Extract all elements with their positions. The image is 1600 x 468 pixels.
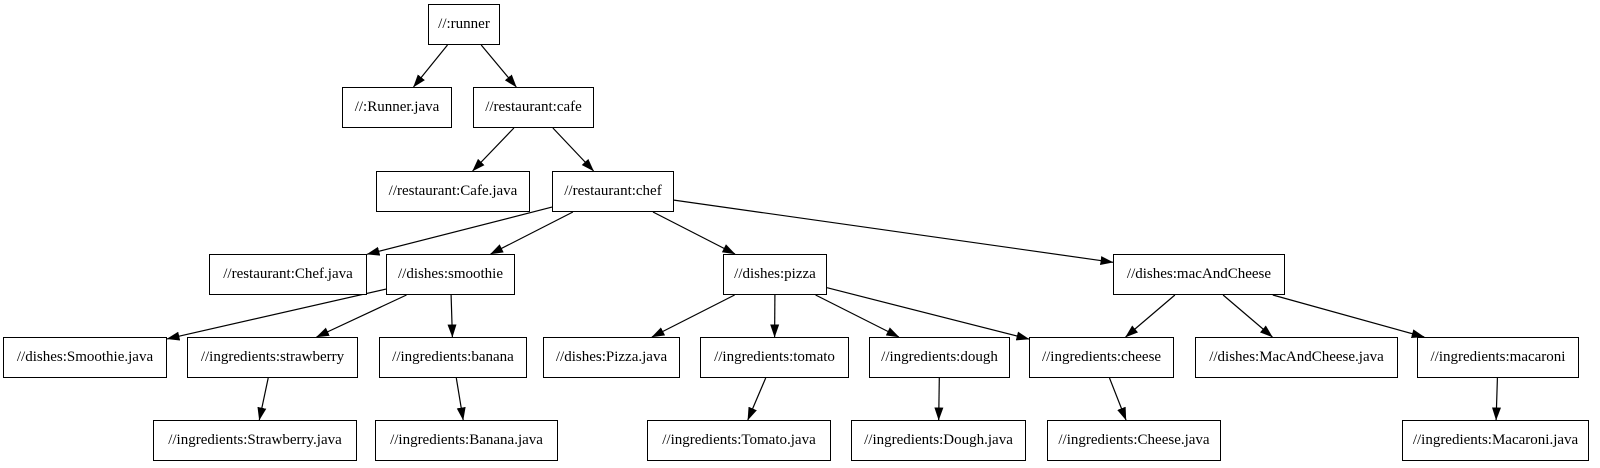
graph-edge-dough-to-dough_java [934, 377, 944, 421]
graph-node-macaroni: //ingredients:macaroni [1417, 337, 1579, 378]
graph-node-chef: //restaurant:chef [552, 171, 674, 212]
graph-edge-pizza-to-cheese [826, 287, 1030, 341]
graph-node-dough: //ingredients:dough [869, 337, 1010, 378]
graph-edge-pizza-to-pizza_java [651, 294, 735, 338]
graph-node-banana: //ingredients:banana [379, 337, 527, 378]
graph-node-smoothie_java: //dishes:Smoothie.java [3, 337, 167, 378]
graph-node-chef_java: //restaurant:Chef.java [209, 254, 367, 295]
graph-edge-mac-to-mac_java [1222, 294, 1273, 338]
graph-node-strawberry: //ingredients:strawberry [187, 337, 358, 378]
graph-edge-smoothie-to-smoothie_java [166, 288, 387, 341]
graph-node-mac: //dishes:macAndCheese [1113, 254, 1285, 295]
graph-node-macaroni_java: //ingredients:Macaroni.java [1402, 420, 1589, 461]
graph-node-runner_java: //:Runner.java [342, 87, 452, 128]
graph-edge-chef-to-mac [673, 199, 1114, 266]
graph-node-runner: //:runner [428, 4, 500, 45]
graph-node-pizza_java: //dishes:Pizza.java [543, 337, 680, 378]
graph-edge-runner-to-cafe [480, 44, 517, 88]
graph-node-tomato_java: //ingredients:Tomato.java [647, 420, 831, 461]
graph-edge-mac-to-cheese [1125, 294, 1176, 338]
graph-edge-chef-to-pizza [652, 211, 736, 255]
graph-node-pizza: //dishes:pizza [723, 254, 827, 295]
graph-node-smoothie: //dishes:smoothie [386, 254, 515, 295]
graph-edge-cafe-to-chef [552, 127, 595, 172]
graph-edge-cheese-to-cheese_java [1108, 377, 1127, 421]
graph-edge-cafe-to-cafe_java [472, 127, 515, 172]
graph-node-cafe: //restaurant:cafe [473, 87, 594, 128]
graph-node-mac_java: //dishes:MacAndCheese.java [1195, 337, 1398, 378]
graph-edge-macaroni-to-macaroni_java [1491, 377, 1501, 421]
graph-edge-smoothie-to-strawberry [316, 294, 407, 338]
graph-node-cheese_java: //ingredients:Cheese.java [1047, 420, 1221, 461]
graph-edge-chef-to-chef_java [366, 206, 553, 256]
graph-edge-pizza-to-dough [815, 294, 900, 338]
graph-edge-banana-to-banana_java [455, 377, 466, 421]
graph-edge-mac-to-macaroni [1272, 294, 1425, 338]
graph-edge-chef-to-smoothie [490, 211, 574, 255]
graph-node-cheese: //ingredients:cheese [1029, 337, 1174, 378]
graph-node-strawberry_java: //ingredients:Strawberry.java [153, 420, 357, 461]
graph-edge-runner-to-runner_java [413, 44, 448, 88]
graph-node-tomato: //ingredients:tomato [700, 337, 849, 378]
graph-edge-strawberry-to-strawberry_java [257, 377, 269, 421]
graph-node-cafe_java: //restaurant:Cafe.java [376, 171, 530, 212]
graph-node-banana_java: //ingredients:Banana.java [375, 420, 558, 461]
graph-edge-tomato-to-tomato_java [747, 377, 767, 421]
graph-node-dough_java: //ingredients:Dough.java [851, 420, 1026, 461]
graph-edge-smoothie-to-banana [447, 294, 457, 338]
